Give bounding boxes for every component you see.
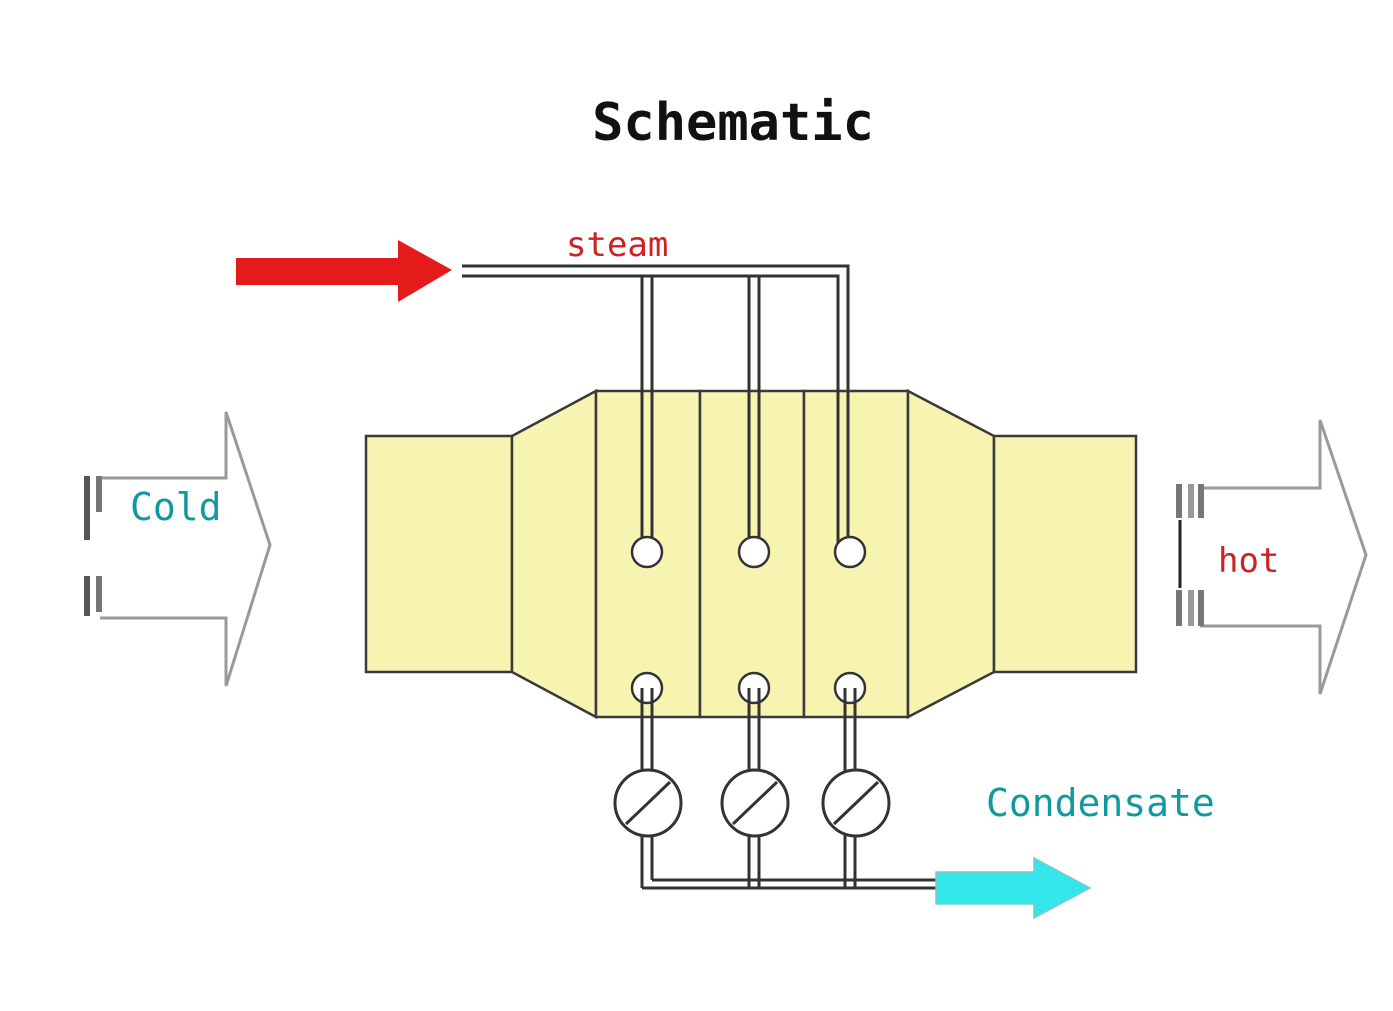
inlet-transition: [510, 388, 598, 720]
steam-drop-pipes: [640, 276, 761, 548]
cold-label: Cold: [130, 485, 222, 529]
condensate-label: Condensate: [986, 781, 1215, 825]
outlet-duct: [992, 434, 1138, 674]
inlet-duct: [364, 434, 514, 674]
steam-inlet-ports: [630, 535, 867, 569]
steam-label: steam: [566, 225, 668, 265]
flow-out-arrow-icon: [1176, 419, 1368, 695]
condensate-outlet-ports: [630, 671, 867, 705]
gauge-icon: [613, 768, 683, 838]
flow-in-arrow-icon: [84, 411, 272, 687]
gauge-icon: [821, 768, 891, 838]
page-title: Schematic: [592, 93, 874, 153]
steam-arrow-icon: [236, 240, 452, 302]
condensate-arrow-icon: [935, 856, 1092, 920]
outlet-transition: [906, 388, 996, 720]
gauge-icon: [720, 768, 790, 838]
steam-header-pipe: [462, 264, 850, 548]
hot-label: hot: [1218, 541, 1279, 581]
